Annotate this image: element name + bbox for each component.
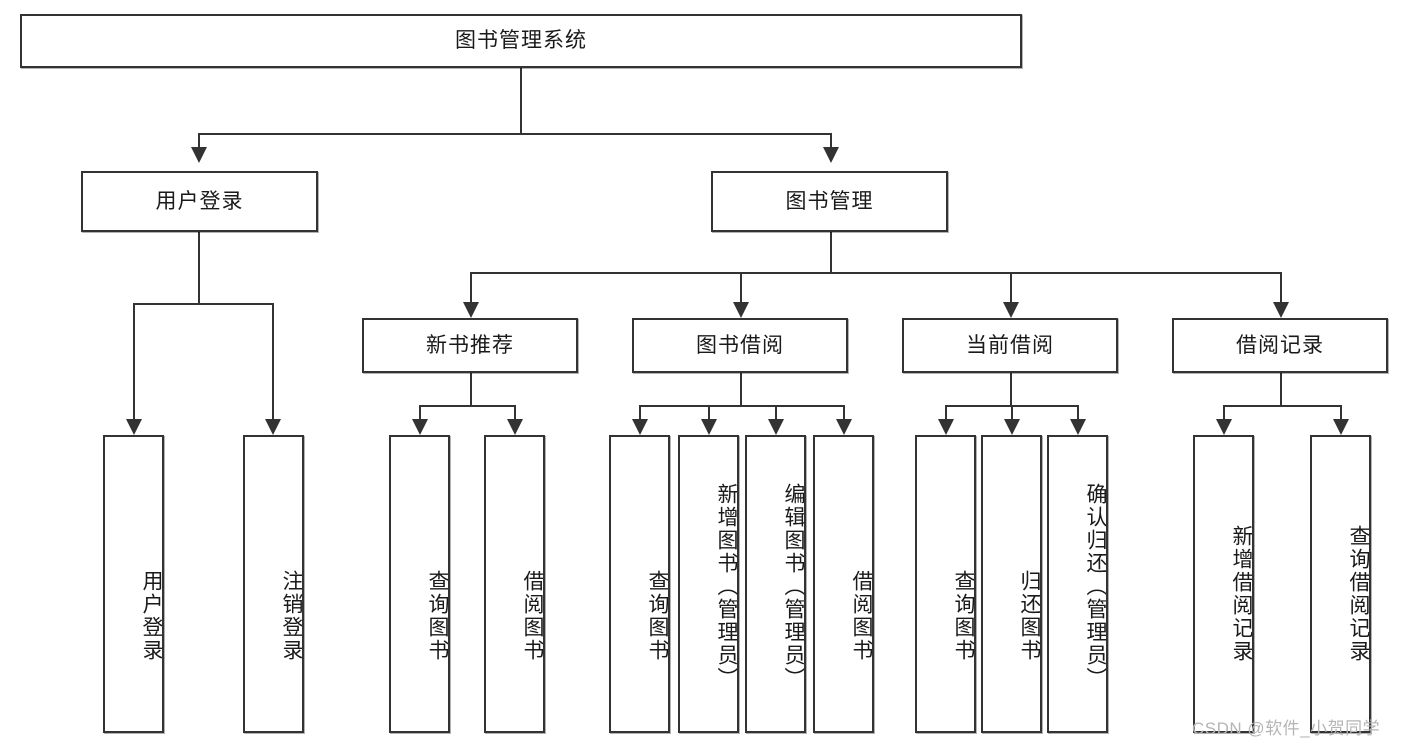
leaf-query-book-borrow[interactable]: 查询图书 [609, 435, 670, 733]
arrow-borrow-to-leaf2 [701, 419, 717, 435]
arrow-root-to-login [191, 147, 207, 163]
node-label: 用户登录 [140, 570, 163, 662]
connector-borrow-bus [639, 405, 844, 407]
arrow-borrow-to-leaf4 [836, 419, 852, 435]
node-root-book-management-system[interactable]: 图书管理系统 [20, 14, 1022, 68]
node-label: 查询图书 [952, 570, 975, 662]
leaf-edit-book-admin[interactable]: 编辑图书（管理员） [745, 435, 806, 733]
node-user-login[interactable]: 用户登录 [81, 171, 318, 232]
connector-borrow-to-leaf2 [708, 405, 710, 419]
connector-bookmgmt-to-record [1280, 272, 1282, 302]
leaf-borrow-book[interactable]: 借阅图书 [813, 435, 874, 733]
arrow-bookmgmt-to-newbook [463, 302, 479, 318]
node-label: 图书管理 [785, 189, 874, 213]
connector-bookmgmt-to-newbook [470, 272, 472, 302]
node-new-book-recommend[interactable]: 新书推荐 [362, 318, 578, 373]
arrow-bookmgmt-to-current [1003, 302, 1019, 318]
arrow-borrow-to-leaf1 [632, 419, 648, 435]
leaf-query-borrow-record[interactable]: 查询借阅记录 [1310, 435, 1371, 733]
node-label: 注销登录 [280, 570, 303, 662]
leaf-return-book[interactable]: 归还图书 [981, 435, 1042, 733]
connector-newbook-bus [419, 405, 515, 407]
arrow-newbook-to-leaf2 [507, 419, 523, 435]
leaf-borrow-book-newbook[interactable]: 借阅图书 [484, 435, 545, 733]
connector-borrow-to-leaf1 [639, 405, 641, 419]
node-label: 查询图书 [426, 570, 449, 662]
arrow-bookmgmt-to-record [1273, 302, 1289, 318]
node-label: 查询借阅记录 [1347, 525, 1370, 663]
connector-current-to-leaf2 [1011, 405, 1013, 419]
node-label: 查询图书 [646, 570, 669, 662]
leaf-query-book-newbook[interactable]: 查询图书 [389, 435, 450, 733]
leaf-add-book-admin[interactable]: 新增图书（管理员） [678, 435, 739, 733]
connector-record-bus [1223, 405, 1341, 407]
connector-newbook-to-leaf2 [514, 405, 516, 419]
connector-borrow-to-leaf4 [843, 405, 845, 419]
node-label: 借阅记录 [1236, 333, 1324, 357]
connector-bookmgmt-to-borrow [740, 272, 742, 302]
arrow-bookmgmt-to-borrow [733, 302, 749, 318]
arrow-root-to-bookmgmt [823, 147, 839, 163]
connector-root-stem [520, 68, 522, 134]
connector-borrow-stem [740, 373, 742, 406]
node-label: 编辑图书（管理员） [782, 482, 805, 690]
connector-root-bus [198, 133, 832, 135]
node-borrow-record[interactable]: 借阅记录 [1172, 318, 1388, 373]
node-label: 用户登录 [155, 189, 244, 213]
arrow-login-to-leaf2 [265, 419, 281, 435]
connector-newbook-stem [470, 373, 472, 406]
node-book-management[interactable]: 图书管理 [711, 171, 948, 232]
node-label: 确认归还（管理员） [1084, 482, 1107, 690]
arrow-record-to-leaf1 [1216, 419, 1232, 435]
arrow-login-to-leaf1 [126, 419, 142, 435]
node-label: 新增借阅记录 [1230, 525, 1253, 663]
connector-root-to-bookmgmt [830, 133, 832, 147]
leaf-query-book-current[interactable]: 查询图书 [915, 435, 976, 733]
connector-bookmgmt-bus [470, 272, 1280, 274]
arrow-newbook-to-leaf1 [412, 419, 428, 435]
arrow-current-to-leaf3 [1070, 419, 1086, 435]
node-current-borrow[interactable]: 当前借阅 [902, 318, 1118, 373]
node-book-borrow[interactable]: 图书借阅 [632, 318, 848, 373]
connector-record-to-leaf2 [1340, 405, 1342, 419]
leaf-confirm-return-admin[interactable]: 确认归还（管理员） [1047, 435, 1108, 733]
leaf-add-borrow-record[interactable]: 新增借阅记录 [1193, 435, 1254, 733]
connector-current-stem [1010, 373, 1012, 406]
connector-current-to-leaf1 [945, 405, 947, 419]
connector-current-to-leaf3 [1077, 405, 1079, 419]
node-label: 新增图书（管理员） [715, 482, 738, 690]
leaf-user-login[interactable]: 用户登录 [103, 435, 164, 733]
leaf-logout-login[interactable]: 注销登录 [243, 435, 304, 733]
node-label: 借阅图书 [850, 570, 873, 662]
arrow-current-to-leaf2 [1004, 419, 1020, 435]
connector-newbook-to-leaf1 [419, 405, 421, 419]
connector-record-stem [1280, 373, 1282, 406]
arrow-borrow-to-leaf3 [768, 419, 784, 435]
connector-root-to-login [198, 133, 200, 147]
connector-record-to-leaf1 [1223, 405, 1225, 419]
node-label: 新书推荐 [426, 333, 514, 357]
connector-login-stem [198, 232, 200, 304]
connector-login-to-leaf2 [272, 303, 274, 419]
watermark-csdn: CSDN @软件_小贺同学 [1192, 719, 1381, 738]
node-label: 借阅图书 [521, 570, 544, 662]
connector-login-to-leaf1 [133, 303, 135, 419]
node-label: 归还图书 [1018, 570, 1041, 662]
connector-bookmgmt-to-current [1010, 272, 1012, 302]
arrow-record-to-leaf2 [1333, 419, 1349, 435]
connector-bookmgmt-stem [830, 232, 832, 274]
node-label: 图书借阅 [696, 333, 784, 357]
node-label: 图书管理系统 [455, 29, 587, 53]
node-label: 当前借阅 [966, 333, 1054, 357]
arrow-current-to-leaf1 [938, 419, 954, 435]
connector-login-bus [133, 303, 273, 305]
connector-borrow-to-leaf3 [775, 405, 777, 419]
